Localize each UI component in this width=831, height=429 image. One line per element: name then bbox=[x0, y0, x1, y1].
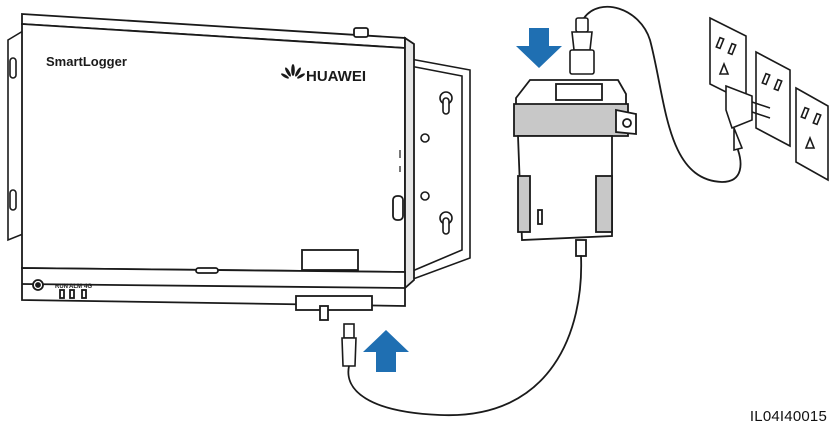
wall-socket-left bbox=[709, 16, 747, 104]
power-adapter bbox=[513, 79, 637, 257]
indicator-label-4g: 4G bbox=[84, 284, 92, 290]
ac-connector bbox=[569, 17, 595, 75]
indicator-label-alm: ALM bbox=[69, 284, 82, 290]
wall-socket-right bbox=[795, 86, 829, 182]
dc-output-cable bbox=[347, 255, 583, 416]
ac-input-cable bbox=[583, 5, 742, 183]
ac-plug bbox=[725, 84, 771, 152]
arrow-down-icon bbox=[516, 28, 562, 68]
smartlogger-device bbox=[21, 13, 415, 321]
dc-plug bbox=[341, 323, 357, 367]
indicator-label-run: RUN bbox=[55, 284, 68, 290]
status-window bbox=[301, 249, 359, 271]
wall-socket-middle bbox=[755, 50, 791, 148]
huawei-logo: HUAWEI bbox=[281, 64, 366, 85]
arrow-up-icon bbox=[363, 330, 409, 372]
wall-sockets bbox=[709, 16, 829, 182]
keyhole-slot-bottom bbox=[439, 211, 453, 235]
cables bbox=[347, 5, 742, 416]
device-model-label: SmartLogger bbox=[46, 54, 127, 69]
brand-label: HUAWEI bbox=[306, 68, 366, 85]
keyhole-slot-top bbox=[439, 91, 453, 115]
figure-id: IL04I40015 bbox=[749, 408, 827, 425]
